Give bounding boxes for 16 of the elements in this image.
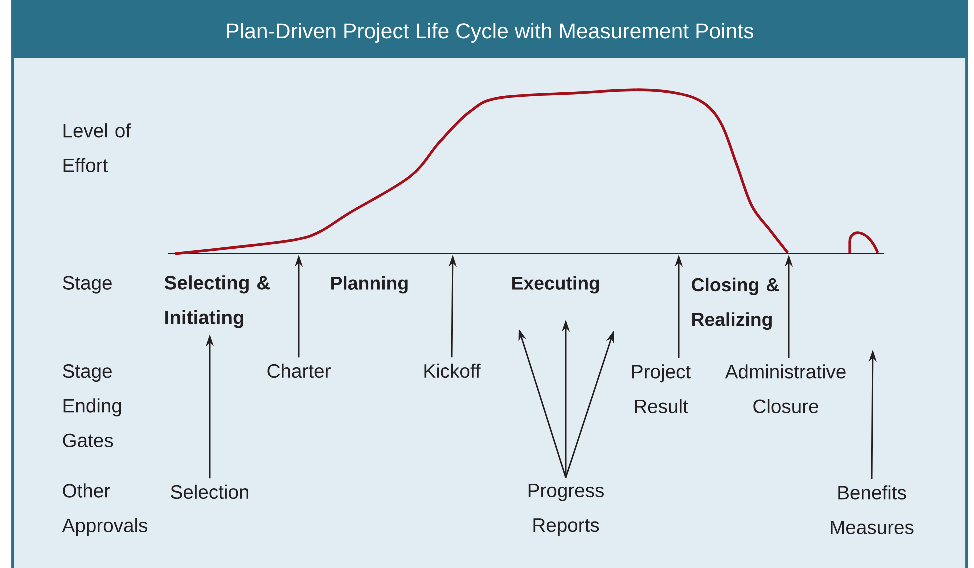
stage-name: Executing (512, 276, 600, 294)
gate-label: Administrative Closure (725, 364, 846, 414)
row-label: Stage Ending Gates (63, 364, 122, 448)
gate-label: Selection (171, 484, 248, 500)
gate-label: Charter (268, 364, 331, 378)
gate-label: Kickoff (424, 364, 481, 378)
row-label: Other Approvals (62, 484, 148, 536)
gate-label: Benefits Measures (831, 486, 914, 534)
gate-label: Project Result (632, 364, 691, 414)
title-bar: Plan-Driven Project Life Cycle with Measurement Points (12, 0, 968, 58)
gate-label: Selecting & Initiating (164, 276, 270, 328)
row-label: Stage (63, 276, 112, 294)
row-label: Level of Effort (64, 124, 132, 172)
stage-name: Planning (332, 276, 408, 294)
stage-name: Closing & Realizing (692, 278, 780, 330)
gate-label: Progress Reports (528, 484, 604, 536)
